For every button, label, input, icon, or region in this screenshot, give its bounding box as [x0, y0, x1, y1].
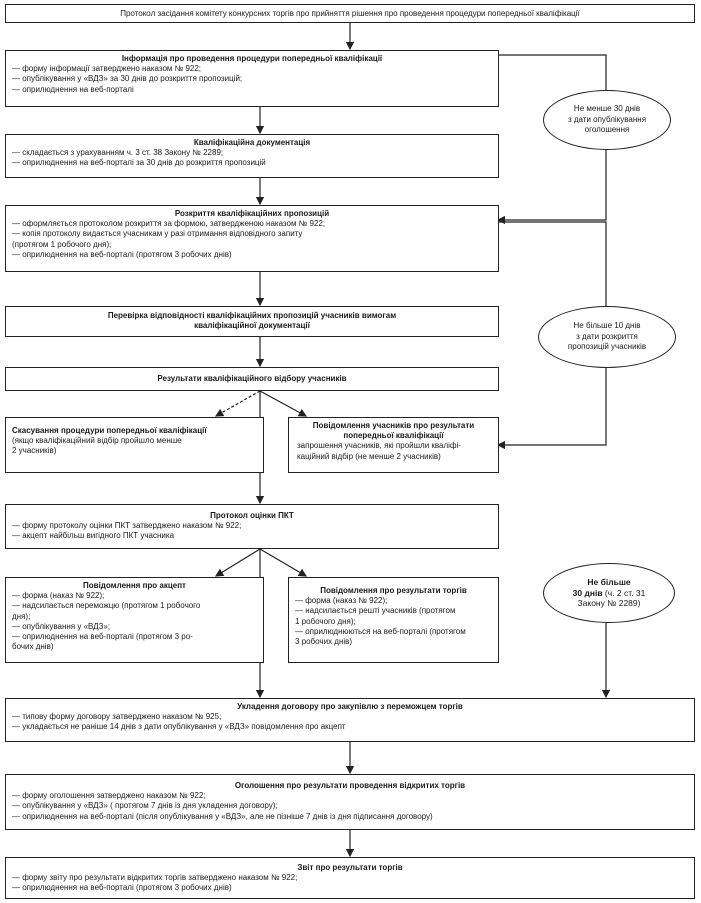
report-item: — оприлюднення на веб-порталі (протягом …	[12, 883, 232, 893]
oval-line: Не менше 30 днів	[573, 104, 641, 114]
evaluation-title: Протокол оцінки ПКТ	[210, 511, 294, 520]
accept-item: — надсилається переможцю (протягом 1 роб…	[12, 601, 201, 611]
contract-box: Укладення договору про закупівлю з перем…	[5, 698, 695, 742]
oval-line: 30 днів (ч. 2 ст. 31	[544, 588, 674, 598]
notify-title: Повідомлення учасників про результати по…	[312, 421, 475, 441]
opening-item: — копія протоколу видається учасникам у …	[12, 229, 303, 239]
accept-item: — опублікування у «ВДЗ»;	[12, 621, 111, 631]
arrow-results-cancel	[214, 390, 261, 417]
docs-item: — оприлюднення на веб-порталі за 30 днів…	[12, 158, 266, 168]
oval-line: оголошення	[584, 125, 630, 135]
opening-item: — оприлюднення на веб-порталі (протягом …	[12, 249, 232, 259]
timing-oval-30-days-law: Не більше 30 днів (ч. 2 ст. 31 Закону № …	[543, 563, 675, 623]
docs-box: Кваліфікаційна документація — складаєтьс…	[5, 134, 499, 178]
accept-item: бочих днів)	[12, 642, 54, 652]
oval-line: пропозицій учасників	[567, 342, 647, 352]
tender-results-item: 1 робочого дня);	[295, 616, 356, 626]
accept-title: Повідомлення про акцепт	[83, 581, 186, 590]
tender-results-item: — оприлюднюються на веб-порталі (протяго…	[295, 626, 466, 636]
contract-item: — укладається не раніше 14 днів з дати о…	[12, 722, 346, 732]
opening-item: — оформляється протоколом розкриття за ф…	[12, 219, 326, 229]
oval-line: Не більше	[587, 577, 631, 588]
evaluation-box: Протокол оцінки ПКТ — форму протоколу оц…	[5, 504, 499, 549]
check-title: Перевірка відповідності кваліфікаційних …	[107, 311, 397, 331]
tender-results-item: — форма (наказ № 922);	[295, 596, 388, 606]
docs-item: — складається з урахуванням ч. 3 ст. 38 …	[12, 148, 224, 158]
arrow-results-notify	[259, 390, 308, 417]
announcement-title: Оголошення про результати проведення від…	[234, 781, 466, 790]
opening-title: Розкриття кваліфікаційних пропозицій	[174, 209, 330, 218]
check-box: Перевірка відповідності кваліфікаційних …	[5, 306, 499, 337]
report-title: Звіт про результати торгів	[297, 863, 403, 872]
info-item: — форму інформації затверджено наказом №…	[12, 64, 202, 74]
announcement-item: — форму оголошення затверджено наказом №…	[12, 791, 206, 801]
docs-title: Кваліфікаційна документація	[193, 138, 311, 147]
timing-oval-10-days: Не більше 10 днів з дати розкриття пропо…	[538, 306, 676, 368]
tender-results-item: 3 робочих днів)	[295, 637, 353, 647]
accept-item: дня);	[12, 611, 31, 621]
arrow-evaluation-tender-results	[259, 548, 308, 577]
evaluation-item: — акцепт найбільш вигідного ПКТ учасника	[12, 531, 175, 541]
info-item: — оприлюднення на веб-порталі	[12, 84, 134, 94]
protocol-box: Протокол засідання комітету конкурсних т…	[5, 4, 695, 23]
announcement-item: — оприлюднення на веб-порталі (після опу…	[12, 811, 433, 821]
notify-box: Повідомлення учасників про результати по…	[288, 417, 499, 473]
accept-item: — оприлюднення на веб-порталі (протягом …	[12, 632, 193, 642]
opening-box: Розкриття кваліфікаційних пропозицій — о…	[5, 205, 499, 272]
contract-title: Укладення договору про закупівлю з перем…	[237, 702, 463, 711]
announcement-item: — опублікування у «ВДЗ» ( протягом 7 дні…	[12, 801, 278, 811]
contract-item: — типову форму договору затверджено нака…	[12, 712, 222, 722]
notify-item: запрошення учасників, які пройшли кваліф…	[297, 441, 461, 451]
cancel-title: Скасування процедури попередньої кваліфі…	[12, 426, 207, 435]
cancel-box: Скасування процедури попередньої кваліфі…	[5, 417, 264, 473]
oval-line: Не більше 10 днів	[573, 321, 641, 331]
opening-item: (протягом 1 робочого дня);	[12, 239, 112, 249]
protocol-title: Протокол засідання комітету конкурсних т…	[120, 9, 580, 18]
oval-line-bold: 30 днів	[572, 587, 603, 598]
accept-item: — форма (наказ № 922);	[12, 591, 105, 601]
info-item: — опублікування у «ВДЗ» за 30 днів до ро…	[12, 74, 243, 84]
results-title: Результати кваліфікаційного відбору учас…	[157, 374, 347, 383]
cancel-item: (якщо кваліфікаційний відбір пройшло мен…	[12, 436, 182, 446]
tender-results-box: Повідомлення про результати торгів — фор…	[288, 577, 499, 663]
cancel-item: 2 учасників)	[12, 446, 57, 456]
info-title: Інформація про проведення процедури попе…	[121, 54, 383, 63]
report-item: — форму звіту про результати відкритих т…	[12, 873, 298, 883]
oval-line-rest: (ч. 2 ст. 31	[602, 587, 646, 598]
tender-results-item: — надсилається решті учасників (протягом	[295, 606, 456, 616]
tender-results-title: Повідомлення про результати торгів	[320, 586, 467, 595]
accept-box: Повідомлення про акцепт — форма (наказ №…	[5, 577, 264, 663]
announcement-box: Оголошення про результати проведення від…	[5, 774, 695, 830]
report-box: Звіт про результати торгів — форму звіту…	[5, 857, 695, 899]
notify-item: каційний відбір (не менше 2 учасників)	[297, 451, 441, 461]
info-box: Інформація про проведення процедури попе…	[5, 50, 499, 107]
evaluation-item: — форму протоколу оцінки ПКТ затверджено…	[12, 521, 242, 531]
results-box: Результати кваліфікаційного відбору учас…	[5, 367, 499, 391]
arrow-evaluation-accept	[214, 548, 261, 577]
oval-line: з дати розкриття	[576, 331, 638, 341]
oval-line: Закону № 2289)	[577, 598, 641, 609]
oval-line: з дати опублікування	[567, 114, 647, 124]
timing-oval-30-days: Не менше 30 днів з дати опублікування ог…	[543, 90, 671, 150]
